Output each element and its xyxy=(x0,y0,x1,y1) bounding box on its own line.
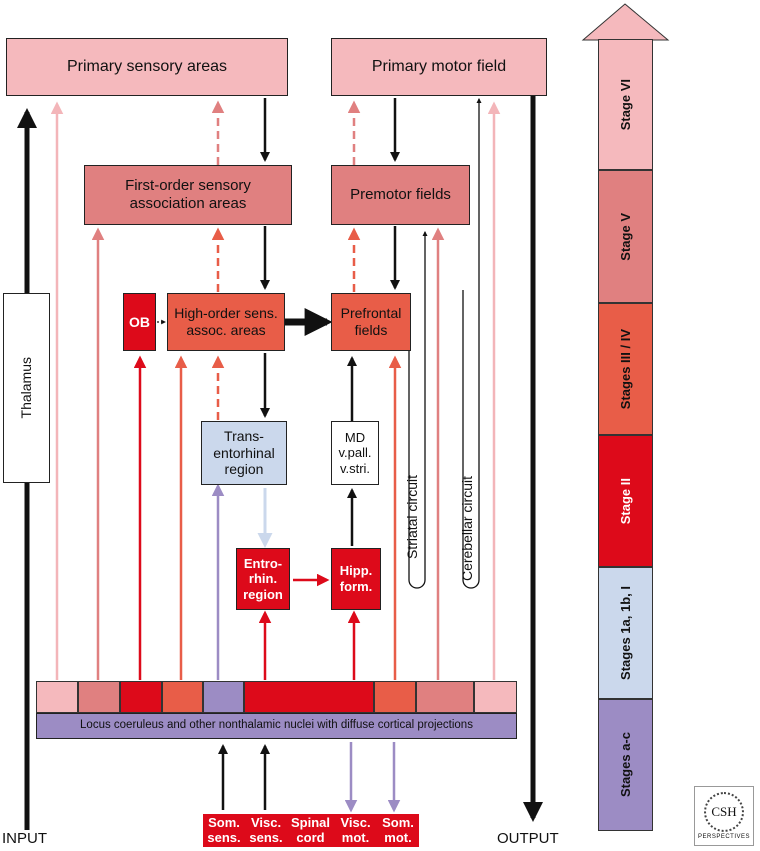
strip-cell-pink-2 xyxy=(474,681,517,713)
entro-line1: Entro- xyxy=(243,555,283,571)
primary-motor-field: Primary motor field xyxy=(331,38,547,96)
hipp-line2: form. xyxy=(339,579,373,594)
prefrontal-line2: fields xyxy=(354,322,388,338)
csh-perspectives-logo: CSH PERSPECTIVES xyxy=(694,786,754,846)
stage-vi-label: Stage VI xyxy=(618,78,633,131)
thalamus-label: Thalamus xyxy=(18,357,35,419)
stage-ii: Stage II xyxy=(598,435,653,567)
source-spinal-l2: cord xyxy=(296,830,325,845)
hippocampal-formation: Hipp. form. xyxy=(331,548,381,610)
premotor-fields: Premotor fields xyxy=(331,165,470,225)
strip-cell-coral xyxy=(162,681,203,713)
stage-1a-1b-i-label: Stages 1a, 1b, I xyxy=(618,586,633,680)
md-line1: MD xyxy=(344,429,366,445)
locus-coeruleus-bar: Locus coeruleus and other nonthalamic nu… xyxy=(36,713,517,739)
strip-cell-pink xyxy=(36,681,78,713)
primary-sensory-areas: Primary sensory areas xyxy=(6,38,288,96)
source-spinal-l1: Spinal xyxy=(290,815,330,830)
logo-text-csh: CSH xyxy=(711,804,737,819)
high-order-line2: assoc. areas xyxy=(186,322,266,338)
source-som-mot-l1: Som. xyxy=(382,815,414,830)
stage-a-c: Stages a-c xyxy=(598,699,653,831)
first-order-line2: association areas xyxy=(129,195,247,212)
first-order-line1: First-order sensory xyxy=(125,177,251,194)
source-visc-sens: Visc. sens. xyxy=(245,814,287,847)
striatal-circuit-label: Striatal circuit xyxy=(404,475,420,560)
entorhinal-region: Entro- rhin. region xyxy=(236,548,290,610)
stage-v-label: Stage V xyxy=(618,212,633,261)
ob-box: OB xyxy=(123,293,156,351)
source-visc-mot: Visc. mot. xyxy=(334,814,377,847)
stage-v: Stage V xyxy=(598,170,653,303)
strip-cell-rose-2 xyxy=(416,681,474,713)
strip-cell-red-wide xyxy=(244,681,374,713)
source-spinal-cord: Spinal cord xyxy=(287,814,334,847)
md-vpall-vstri: MD v.pall. v.stri. xyxy=(331,421,379,485)
logo-text-perspectives: PERSPECTIVES xyxy=(697,834,750,840)
source-som-sens-l1: Som. xyxy=(208,815,240,830)
stage-arrow-head xyxy=(581,3,670,41)
prefrontal-fields: Prefrontal fields xyxy=(331,293,411,351)
hipp-line1: Hipp. xyxy=(339,563,373,579)
md-line2: v.pall. xyxy=(338,445,372,461)
strip-cell-coral-2 xyxy=(374,681,416,713)
source-visc-mot-l2: mot. xyxy=(341,830,370,845)
stage-a-c-label: Stages a-c xyxy=(618,732,633,798)
cerebellar-circuit-label: Cerebellar circuit xyxy=(459,476,475,582)
trans-entorhinal-region: Trans- entorhinal region xyxy=(201,421,287,485)
trans-line2: entorhinal xyxy=(213,444,275,461)
input-label: INPUT xyxy=(2,830,47,847)
stage-ii-label: Stage II xyxy=(618,477,633,525)
entro-line3: region xyxy=(243,586,283,602)
first-order-sensory-association: First-order sensory association areas xyxy=(84,165,292,225)
source-visc-sens-l2: sens. xyxy=(249,830,283,845)
color-strip xyxy=(36,681,517,713)
md-line3: v.stri. xyxy=(339,460,371,476)
trans-line1: Trans- xyxy=(224,427,264,444)
source-visc-mot-l1: Visc. xyxy=(340,815,371,830)
strip-cell-red xyxy=(120,681,162,713)
logo-ring-icon: CSH xyxy=(704,792,744,832)
prefrontal-line1: Prefrontal xyxy=(340,305,402,322)
thalamus-box: Thalamus xyxy=(3,293,50,483)
source-som-sens: Som. sens. xyxy=(203,814,245,847)
stage-iii-iv-label: Stages III / IV xyxy=(618,328,633,410)
strip-cell-lavender xyxy=(203,681,244,713)
stage-1a-1b-i: Stages 1a, 1b, I xyxy=(598,567,653,699)
source-visc-sens-l1: Visc. xyxy=(250,815,282,830)
stage-vi: Stage VI xyxy=(598,39,653,170)
high-order-association: High-order sens. assoc. areas xyxy=(167,293,285,351)
source-som-sens-l2: sens. xyxy=(207,830,241,845)
trans-line3: region xyxy=(224,461,264,478)
source-som-mot: Som. mot. xyxy=(377,814,419,847)
stage-iii-iv: Stages III / IV xyxy=(598,303,653,435)
source-som-mot-l2: mot. xyxy=(384,830,412,845)
entro-line2: rhin. xyxy=(248,571,278,587)
high-order-line1: High-order sens. xyxy=(174,305,278,322)
strip-cell-rose xyxy=(78,681,120,713)
output-label: OUTPUT xyxy=(497,830,559,847)
